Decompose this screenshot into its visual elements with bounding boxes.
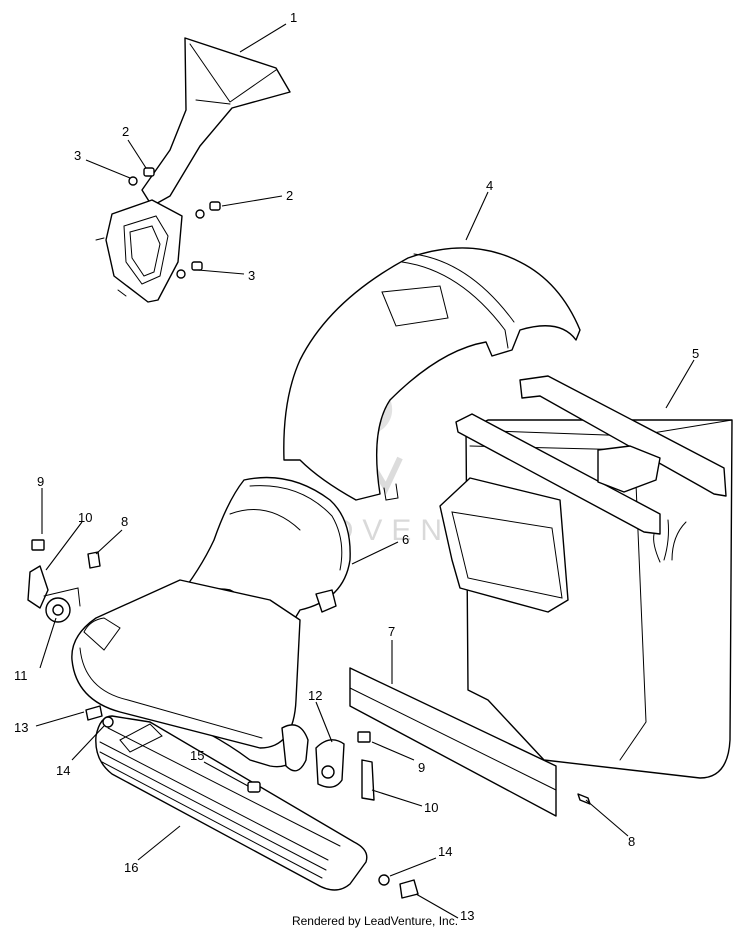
nut [209, 201, 221, 211]
callout-13: 13 [14, 720, 28, 735]
callout-9: 9 [418, 760, 425, 775]
callout-2: 2 [122, 124, 129, 139]
callout-2: 2 [286, 188, 293, 203]
callout-10: 10 [78, 510, 92, 525]
callouts: 1 2 3 2 3 4 5 9 10 8 6 7 11 12 13 14 15 … [14, 10, 699, 923]
bolt [85, 705, 103, 721]
skid-strip [349, 667, 557, 817]
washer [176, 269, 186, 279]
callout-3: 3 [74, 148, 81, 163]
front-guard [95, 715, 368, 891]
callout-4: 4 [486, 178, 493, 193]
tab-clip [31, 539, 45, 551]
nut [143, 167, 155, 177]
callout-8: 8 [628, 834, 635, 849]
callout-5: 5 [692, 346, 699, 361]
washer [102, 716, 114, 728]
callout-11: 11 [14, 668, 28, 683]
pivot-bracket-right [247, 724, 375, 801]
nut [191, 261, 203, 271]
nut [247, 781, 261, 793]
leader-lines [35, 23, 695, 919]
footer-credit: Rendered by LeadVenture, Inc. [291, 914, 459, 928]
callout-1: 1 [290, 10, 297, 25]
hardware-13-14 [85, 705, 591, 899]
washer [195, 209, 205, 219]
collector-bag [439, 375, 733, 779]
callout-8: 8 [121, 514, 128, 529]
callout-14: 14 [438, 844, 452, 859]
callout-6: 6 [402, 532, 409, 547]
callout-16: 16 [124, 860, 138, 875]
collector-cover [283, 247, 581, 501]
callout-14: 14 [56, 763, 70, 778]
pivot-bracket-left [27, 539, 101, 623]
washer [128, 176, 138, 186]
washer [378, 874, 390, 886]
callout-12: 12 [308, 688, 322, 703]
callout-9: 9 [37, 474, 44, 489]
callout-3: 3 [248, 268, 255, 283]
bolt [399, 879, 419, 899]
callout-7: 7 [388, 624, 395, 639]
mounting-plate [71, 579, 301, 749]
discharge-chute [95, 37, 291, 303]
tab-clip [357, 731, 371, 743]
callout-13: 13 [460, 908, 474, 923]
chute-hardware [128, 167, 221, 279]
callout-15: 15 [190, 748, 204, 763]
callout-10: 10 [424, 800, 438, 815]
